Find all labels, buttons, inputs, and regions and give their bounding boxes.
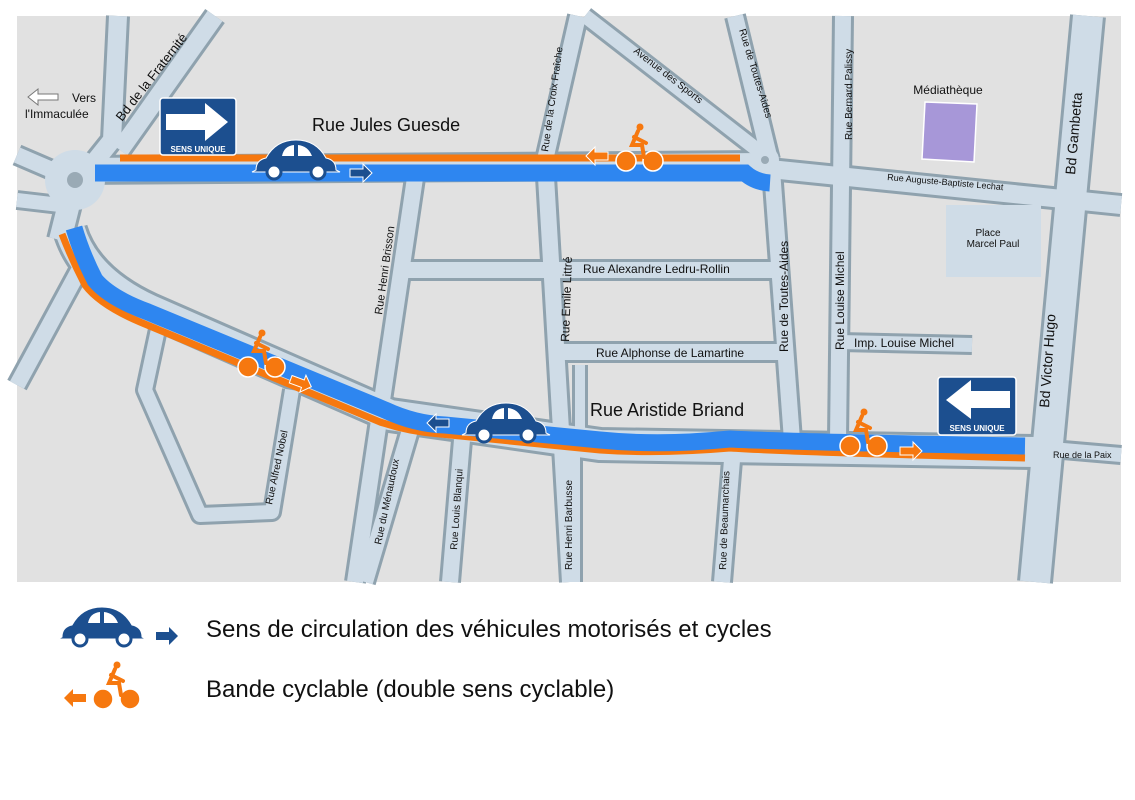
street-label: Rue Alphonse de Lamartine (596, 346, 744, 360)
sign-label: SENS UNIQUE (170, 145, 226, 154)
street-label: Rue Louise Michel (833, 251, 847, 350)
direction-label: Vers (72, 91, 96, 105)
street-label: Rue Jules Guesde (312, 115, 460, 135)
car-lane-jules-guesde (95, 164, 771, 192)
road (112, 10, 223, 156)
one-way-sign-right: SENS UNIQUE (159, 97, 237, 156)
road (764, 169, 800, 441)
street-label: Rue de la Paix (1053, 450, 1112, 460)
street-label: Rue de Toutes-Aides (777, 241, 791, 352)
roundabout-island (67, 172, 83, 188)
direction-label: l'Immaculée (25, 107, 89, 121)
street-label: Rue Aristide Briand (590, 400, 744, 420)
road (580, 10, 765, 158)
place-marcel-paul (946, 205, 1041, 277)
one-way-sign-left: SENS UNIQUE (937, 376, 1017, 436)
road (138, 318, 299, 522)
street-label: Bd Victor Hugo (1036, 313, 1059, 408)
street-label: Rue de Beaumarchais (718, 471, 732, 570)
road (839, 335, 973, 352)
mediatheque-building (921, 101, 978, 163)
road (1020, 14, 1103, 584)
car-lane-aristide-briand (65, 225, 1026, 455)
place-label: Marcel Paul (967, 239, 1020, 250)
map: Place Marcel Paul Médiathèque SENS UNIQU… (7, 8, 1123, 586)
car-icon (56, 605, 178, 648)
mediatheque-label: Médiathèque (913, 83, 983, 97)
road (830, 15, 851, 441)
place-label: Place (975, 228, 1000, 239)
cycle-lane-aristide-briand (58, 232, 1026, 462)
bicycle-icon (64, 660, 142, 710)
street-label: Bd Gambetta (1062, 91, 1085, 175)
sign-label: SENS UNIQUE (949, 424, 1005, 433)
road (727, 14, 778, 162)
arrow-left-icon (27, 87, 59, 107)
road (442, 439, 470, 583)
street-label: Imp. Louise Michel (854, 336, 954, 350)
legend-car-label: Sens de circulation des véhicules motori… (206, 616, 772, 643)
road (347, 176, 423, 584)
road (357, 427, 418, 585)
roundabout-island (761, 156, 769, 164)
street-label: Rue Alexandre Ledru-Rollin (583, 262, 730, 276)
street-label: Rue Henri Barbusse (564, 480, 575, 570)
street-label: Rue Bernard Palissy (844, 49, 855, 140)
road (1039, 441, 1122, 462)
street-label: Rue Emile Littré (558, 256, 575, 342)
road (16, 193, 61, 212)
legend-bike-label: Bande cyclable (double sens cyclable) (206, 676, 615, 703)
road (714, 447, 741, 583)
